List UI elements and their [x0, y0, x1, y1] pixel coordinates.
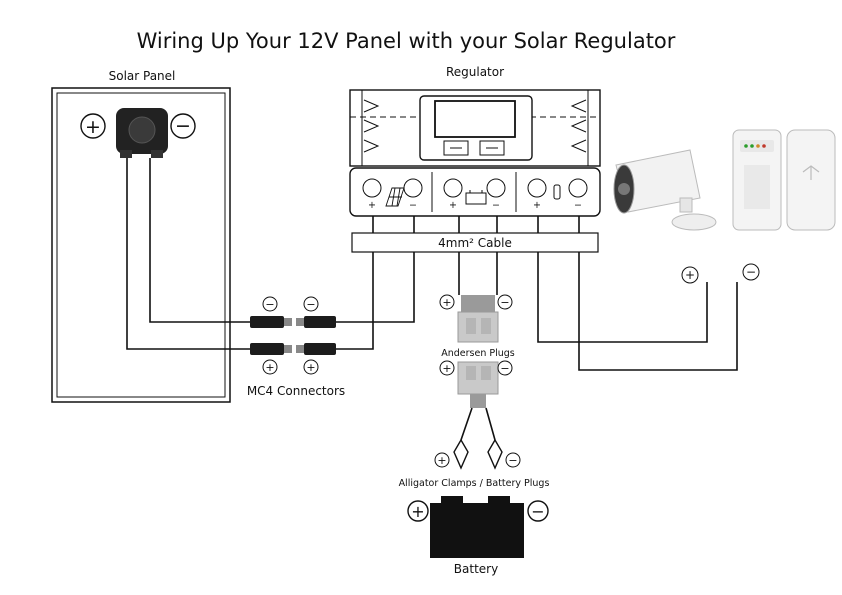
battery-plus-icon: +: [407, 500, 429, 522]
load-plus-sign: +: [685, 268, 695, 282]
battery-plus-sign: +: [411, 502, 424, 521]
load-minus-sign: −: [746, 265, 756, 279]
mc4-label: MC4 Connectors: [247, 384, 345, 398]
panel-plus-icon: +: [80, 113, 106, 139]
load-minus-icon: −: [742, 263, 760, 281]
mc4-plus-right-icon: +: [303, 359, 319, 375]
clamp-plus-icon: +: [434, 452, 450, 468]
mc4-minus-left-sign: −: [265, 298, 274, 311]
mc4-minus-left-icon: −: [262, 296, 278, 312]
mc4-plus-left-icon: +: [262, 359, 278, 375]
mc4-connector-negative: [250, 316, 336, 328]
andersen-bottom-minus-sign: −: [500, 362, 509, 375]
mc4-plus-right-sign: +: [306, 361, 315, 374]
battery-minus-icon: −: [527, 500, 549, 522]
load-positive-wire: [537, 252, 708, 343]
andersen-bottom-plus-icon: +: [439, 360, 455, 376]
mc4-minus-right-icon: −: [303, 296, 319, 312]
battery-minus-sign: −: [531, 502, 544, 521]
security-camera: [613, 149, 717, 231]
solar-panel-label: Solar Panel: [109, 69, 176, 83]
mc4-plus-left-sign: +: [265, 361, 274, 374]
regulator-terminal-block: + − + − + −: [349, 167, 601, 217]
wireless-radio-cover: [786, 129, 836, 231]
alligator-label: Alligator Clamps / Battery Plugs: [399, 478, 550, 489]
clamp-minus-sign: −: [508, 454, 517, 467]
panel-positive-wire: [126, 158, 250, 350]
mc4-minus-right-sign: −: [306, 298, 315, 311]
junction-box: [116, 108, 168, 158]
term-solar-plus: +: [368, 200, 376, 211]
regulator-label: Regulator: [446, 65, 504, 79]
andersen-top-minus-icon: −: [497, 294, 513, 310]
alligator-clamp-positive: [453, 438, 469, 470]
panel-negative-wire: [149, 158, 250, 323]
battery: [430, 496, 524, 558]
load-plus-icon: +: [681, 266, 699, 284]
panel-minus-sign: −: [175, 115, 191, 137]
andersen-bottom-plus-sign: +: [442, 362, 451, 375]
andersen-to-clamp-wires: [460, 407, 496, 441]
diagram-title: Wiring Up Your 12V Panel with your Solar…: [137, 29, 676, 53]
andersen-plug-bottom: [457, 361, 499, 408]
terminal-stub-wires: [372, 216, 580, 233]
load-negative-wire: [578, 252, 738, 371]
mc4-connector-positive: [250, 343, 336, 355]
andersen-label: Andersen Plugs: [441, 348, 515, 359]
battery-label: Battery: [454, 562, 498, 576]
clamp-minus-icon: −: [505, 452, 521, 468]
term-battery-minus: −: [492, 200, 500, 211]
andersen-top-plus-icon: +: [439, 294, 455, 310]
andersen-top-minus-sign: −: [500, 296, 509, 309]
andersen-top-plus-sign: +: [442, 296, 451, 309]
clamp-plus-sign: +: [437, 454, 446, 467]
term-load-minus: −: [574, 200, 582, 211]
andersen-bottom-minus-icon: −: [497, 360, 513, 376]
mc4-to-regulator-positive-wire: [336, 252, 374, 350]
term-battery-plus: +: [449, 200, 457, 211]
regulator-body: [349, 89, 601, 167]
panel-plus-sign: +: [85, 116, 101, 138]
term-load-plus: +: [533, 200, 541, 211]
term-solar-minus: −: [409, 200, 417, 211]
mc4-to-regulator-negative-wire: [336, 252, 415, 323]
andersen-plug-top: [457, 295, 499, 343]
panel-minus-icon: −: [170, 113, 196, 139]
wireless-radio-unit: [732, 129, 782, 231]
alligator-clamp-negative: [487, 438, 503, 470]
cable-label: 4mm² Cable: [438, 236, 512, 250]
regulator-to-andersen-wires: [458, 252, 498, 295]
cable-bar: [351, 232, 599, 253]
